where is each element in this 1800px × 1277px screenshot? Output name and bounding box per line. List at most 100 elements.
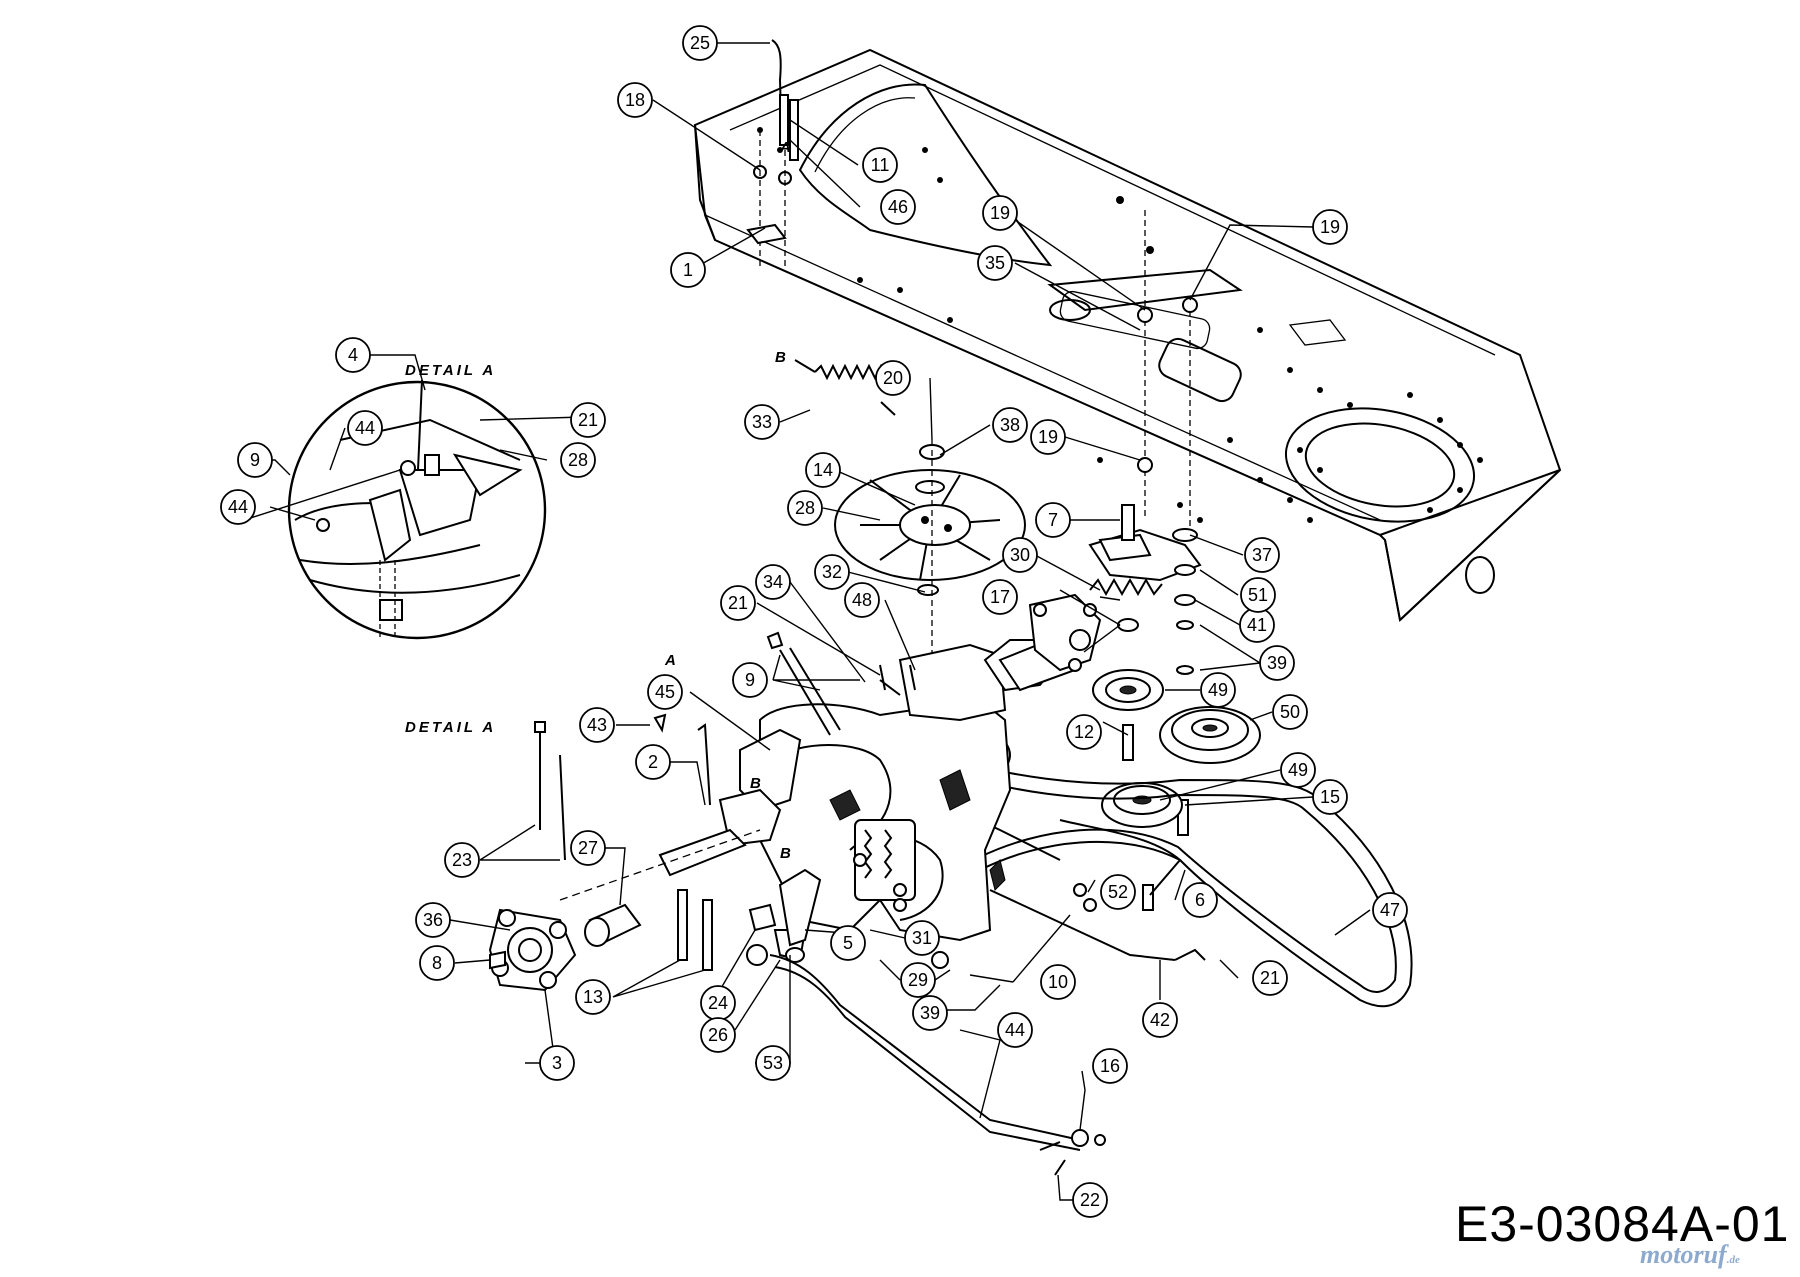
- svg-text:22: 22: [1080, 1190, 1100, 1210]
- callout-28: 28: [787, 490, 823, 526]
- callout-39-lower: 39: [912, 995, 948, 1031]
- callout-50: 50: [1272, 694, 1308, 730]
- watermark-text: motoruf: [1640, 1240, 1727, 1269]
- svg-text:29: 29: [908, 970, 928, 990]
- idler-pulley-50: [1159, 706, 1261, 764]
- transaxle: [759, 593, 1102, 942]
- callout-30: 30: [1002, 537, 1038, 573]
- callout-46: 46: [880, 189, 916, 225]
- callout-11: 11: [862, 147, 898, 183]
- callout-37: 37: [1244, 537, 1280, 573]
- callout-15: 15: [1312, 779, 1348, 815]
- callout-25: 25: [682, 25, 718, 61]
- callout-44-detail-top: 44: [347, 410, 383, 446]
- callout-12: 12: [1066, 714, 1102, 750]
- callout-9-detail: 9: [237, 442, 273, 478]
- left-drive-components: [488, 713, 822, 992]
- ref-a-top: A: [779, 139, 794, 156]
- callout-36: 36: [415, 902, 451, 938]
- svg-text:10: 10: [1048, 972, 1068, 992]
- callout-19-right: 19: [1312, 209, 1348, 245]
- callout-49-upper: 49: [1200, 672, 1236, 708]
- svg-text:33: 33: [752, 412, 772, 432]
- callout-29: 29: [900, 962, 936, 998]
- svg-text:47: 47: [1380, 900, 1400, 920]
- callout-1: 1: [670, 252, 706, 288]
- callout-51: 51: [1240, 577, 1276, 613]
- callout-28-detail: 28: [560, 442, 596, 478]
- svg-text:44: 44: [1005, 1020, 1025, 1040]
- svg-text:12: 12: [1074, 722, 1094, 742]
- callout-41: 41: [1239, 607, 1275, 643]
- svg-text:19: 19: [1320, 217, 1340, 237]
- svg-text:20: 20: [883, 368, 903, 388]
- callout-52: 52: [1100, 874, 1136, 910]
- callout-34: 34: [755, 564, 791, 600]
- svg-text:21: 21: [578, 410, 598, 430]
- svg-text:23: 23: [452, 850, 472, 870]
- callout-31: 31: [904, 920, 940, 956]
- svg-text:49: 49: [1288, 760, 1308, 780]
- svg-text:52: 52: [1108, 882, 1128, 902]
- ref-b-lower: B: [780, 845, 794, 862]
- callout-22: 22: [1072, 1182, 1108, 1218]
- hardware-top-left: [746, 39, 1198, 530]
- svg-text:53: 53: [763, 1053, 783, 1073]
- svg-text:14: 14: [813, 460, 833, 480]
- svg-text:50: 50: [1280, 702, 1300, 722]
- svg-text:26: 26: [708, 1025, 728, 1045]
- svg-text:21: 21: [1260, 968, 1280, 988]
- svg-text:30: 30: [1010, 545, 1030, 565]
- tractor-frame: [693, 48, 1562, 622]
- svg-text:35: 35: [985, 253, 1005, 273]
- callout-43: 43: [579, 707, 615, 743]
- callout-10: 10: [1040, 964, 1076, 1000]
- callout-39-right: 39: [1259, 645, 1295, 681]
- fan-assembly: [834, 440, 1026, 700]
- svg-text:44: 44: [355, 418, 375, 438]
- callout-17: 17: [982, 579, 1018, 615]
- svg-text:1: 1: [683, 260, 693, 280]
- callout-38: 38: [992, 407, 1028, 443]
- svg-text:2: 2: [648, 752, 658, 772]
- ref-b-mid: B: [750, 775, 764, 792]
- callout-33: 33: [744, 404, 780, 440]
- svg-text:45: 45: [655, 682, 675, 702]
- svg-text:13: 13: [583, 987, 603, 1007]
- svg-text:28: 28: [568, 450, 588, 470]
- callout-27: 27: [570, 830, 606, 866]
- wheel-hub: [488, 908, 577, 992]
- idler-arm: [1088, 504, 1202, 911]
- idler-pulley-49-upper: [1092, 669, 1164, 711]
- ref-b-spring: B: [775, 349, 789, 366]
- svg-text:39: 39: [1267, 653, 1287, 673]
- svg-text:31: 31: [912, 928, 932, 948]
- svg-text:9: 9: [745, 670, 755, 690]
- callout-21-detail: 21: [570, 402, 606, 438]
- frame-holes: [757, 127, 1483, 523]
- callout-3: 3: [539, 1045, 575, 1081]
- watermark-logo: motoruf.de: [1640, 1240, 1740, 1270]
- callout-49-lower: 49: [1280, 752, 1316, 788]
- callout-42: 42: [1142, 1002, 1178, 1038]
- callout-4: 4: [335, 337, 371, 373]
- svg-text:36: 36: [423, 910, 443, 930]
- svg-text:39: 39: [920, 1003, 940, 1023]
- svg-text:41: 41: [1247, 615, 1267, 635]
- svg-text:24: 24: [708, 993, 728, 1013]
- svg-text:16: 16: [1100, 1056, 1120, 1076]
- callout-8: 8: [419, 945, 455, 981]
- leader-lines: [237, 42, 1371, 1201]
- small-parts-center: [766, 631, 916, 736]
- svg-text:18: 18: [625, 90, 645, 110]
- svg-text:17: 17: [990, 587, 1010, 607]
- svg-text:6: 6: [1195, 890, 1205, 910]
- callout-13: 13: [575, 979, 611, 1015]
- svg-text:43: 43: [587, 715, 607, 735]
- svg-text:19: 19: [990, 203, 1010, 223]
- svg-text:42: 42: [1150, 1010, 1170, 1030]
- callout-7: 7: [1035, 502, 1071, 538]
- callout-21-mid: 21: [720, 585, 756, 621]
- cooling-fan: [834, 469, 1026, 581]
- idler-pulley-49-lower: [1101, 782, 1183, 828]
